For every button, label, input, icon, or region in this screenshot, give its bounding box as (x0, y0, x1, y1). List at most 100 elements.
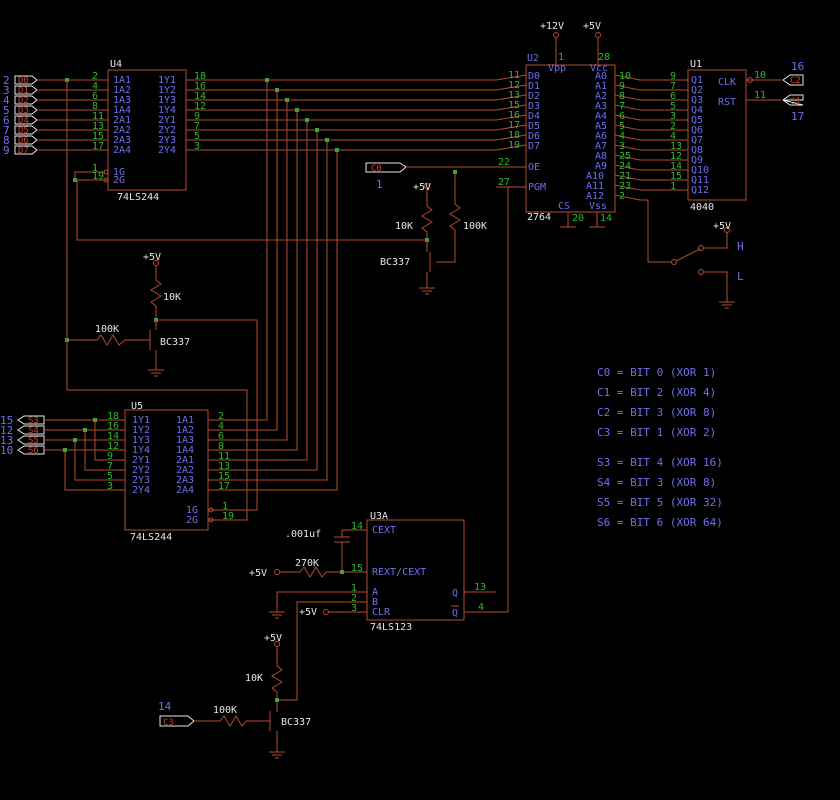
u2-ref: U2 (527, 53, 539, 64)
u1-pin-name: Q11 (691, 175, 709, 186)
u3a-qbar-pin-num: 4 (478, 602, 484, 613)
u1-clk-bubble (747, 77, 753, 83)
u2-pin-num: 8 (619, 91, 625, 102)
u5-pin-name: 1A1 (176, 415, 194, 426)
u2-cs-pin-num: 20 (572, 213, 584, 224)
u3a-pin-num: 1 (351, 583, 357, 594)
u4-pin-num: 4 (92, 81, 98, 92)
u4-pin-name: 2Y3 (158, 135, 176, 146)
u2-pin-num: 5 (619, 121, 625, 132)
u1-pin-num: 5 (670, 101, 676, 112)
u1-pin-num: 13 (670, 141, 682, 152)
u2-pin-name: A6 (595, 131, 607, 142)
left-r1-label: 10K (163, 292, 181, 303)
u2-pgm-pin-num: 27 (498, 177, 510, 188)
u2-pin-num: 9 (619, 81, 625, 92)
u4-pin-name: 2A3 (113, 135, 131, 146)
u4-pin-name: 2A4 (113, 145, 131, 156)
u5-pin-name: 1Y1 (132, 415, 150, 426)
u2-pin-d0 (495, 74, 527, 81)
u2-oe-pin-num: 22 (498, 157, 510, 168)
u4-input-port-num: 7 (3, 124, 10, 137)
u2-pin-a2 (614, 94, 641, 101)
u2-pin-num: 19 (508, 140, 520, 151)
u1-pin-num: 7 (670, 81, 676, 92)
u5-port-num: 13 (0, 434, 13, 447)
u1-pin-name: Q10 (691, 165, 709, 176)
u2-pin-name: A1 (595, 81, 607, 92)
u4-input-port-label: D3 (18, 106, 29, 116)
u4-pin-num: 16 (194, 81, 206, 92)
c0-port-label: C0 (371, 164, 382, 174)
u2-pin-a7 (614, 144, 641, 151)
u4-pin-name: 2Y4 (158, 145, 176, 156)
u2-pgm-name: PGM (528, 182, 546, 193)
u1-pin-name: Q3 (691, 95, 703, 106)
u2-pin-d3 (495, 104, 527, 111)
u2-part: 2764 (527, 212, 551, 223)
u2-pin-name: A10 (586, 171, 604, 182)
bottom-supply: +5V (264, 633, 282, 644)
u5-pin-name: 1A2 (176, 425, 194, 436)
u2-pin-num: 16 (508, 110, 520, 121)
a12-switch[interactable]: +5V H L (671, 221, 745, 309)
u5-pin-num: 8 (218, 441, 224, 452)
u2-vpp-pin-num: 1 (558, 52, 564, 63)
u2-vcc-supply-node (595, 32, 601, 38)
u4-input-port-label: D1 (18, 86, 29, 96)
u1-pin-num: 3 (670, 111, 676, 122)
u2-pin-name: D5 (528, 121, 540, 132)
u4-pin-name: 1Y3 (158, 95, 176, 106)
u2-pin-a11 (614, 184, 641, 191)
bit-note: C3 = BIT 1 (XOR 2) (597, 426, 716, 439)
oe-circuit: C0 1 100K +5V 10K BC337 (73, 162, 496, 295)
u4-pin-name: 1A3 (113, 95, 131, 106)
u5-port-num: 12 (0, 424, 13, 437)
switch-low-label: L (737, 270, 744, 283)
u5-pin-num: 9 (107, 451, 113, 462)
u2-pin-num: 18 (508, 130, 520, 141)
u3a-q-pin-num: 13 (474, 582, 486, 593)
u3a-cap-label: .001uf (285, 529, 321, 540)
u1-pin-num: 15 (670, 171, 682, 182)
u4-input-port-label: D4 (18, 116, 29, 126)
u4-input-port-num: 5 (3, 104, 10, 117)
u1-pin-name: Q6 (691, 125, 703, 136)
u1-pin-num: 14 (670, 161, 682, 172)
u2-pin-a9 (614, 164, 641, 171)
u2-vpp-name: Vpp (548, 63, 566, 74)
u3a-qbar-name: Q (452, 608, 458, 619)
u5-pin-name: 2Y4 (132, 485, 150, 496)
u2-pin-name: A11 (586, 181, 604, 192)
u5-pin-num: 11 (218, 451, 230, 462)
u4-pin-num: 13 (92, 121, 104, 132)
left-r2-label: 100K (95, 324, 119, 335)
u2-pin-a8 (614, 154, 641, 161)
u2-vpp-supply-node (553, 32, 559, 38)
u2-pin-a3 (614, 104, 641, 111)
u5-pin-num: 2 (218, 411, 224, 422)
u2-pin-name: A5 (595, 121, 607, 132)
u4-input-port (14, 85, 38, 95)
u5-pin-num: 18 (107, 411, 119, 422)
u4-pin-num: 1 (92, 163, 98, 174)
c2-port-num: 16 (791, 60, 804, 73)
u5-pin-name: 2Y1 (132, 455, 150, 466)
u5-pin-num: 17 (218, 481, 230, 492)
u4-pin-num: 6 (92, 91, 98, 102)
u4-pin-num: 19 (92, 171, 104, 182)
u2-pin-num: 7 (619, 101, 625, 112)
u5-right-pins: 21A141A261A381A4112A1132A2152A3172A411G1… (176, 411, 236, 526)
u4-pin-num: 8 (92, 101, 98, 112)
u5-pin-name: 1A4 (176, 445, 194, 456)
u2-pin-num: 12 (508, 80, 520, 91)
u5-pin-name: 1A3 (176, 435, 194, 446)
u4-input-port (14, 145, 38, 155)
u3a-ref: U3A (370, 511, 388, 522)
u5-pin-num: 4 (218, 421, 224, 432)
u5-pin-num: 13 (218, 461, 230, 472)
u2-pin-name: D7 (528, 141, 540, 152)
bit-note: C1 = BIT 2 (XOR 4) (597, 386, 716, 399)
